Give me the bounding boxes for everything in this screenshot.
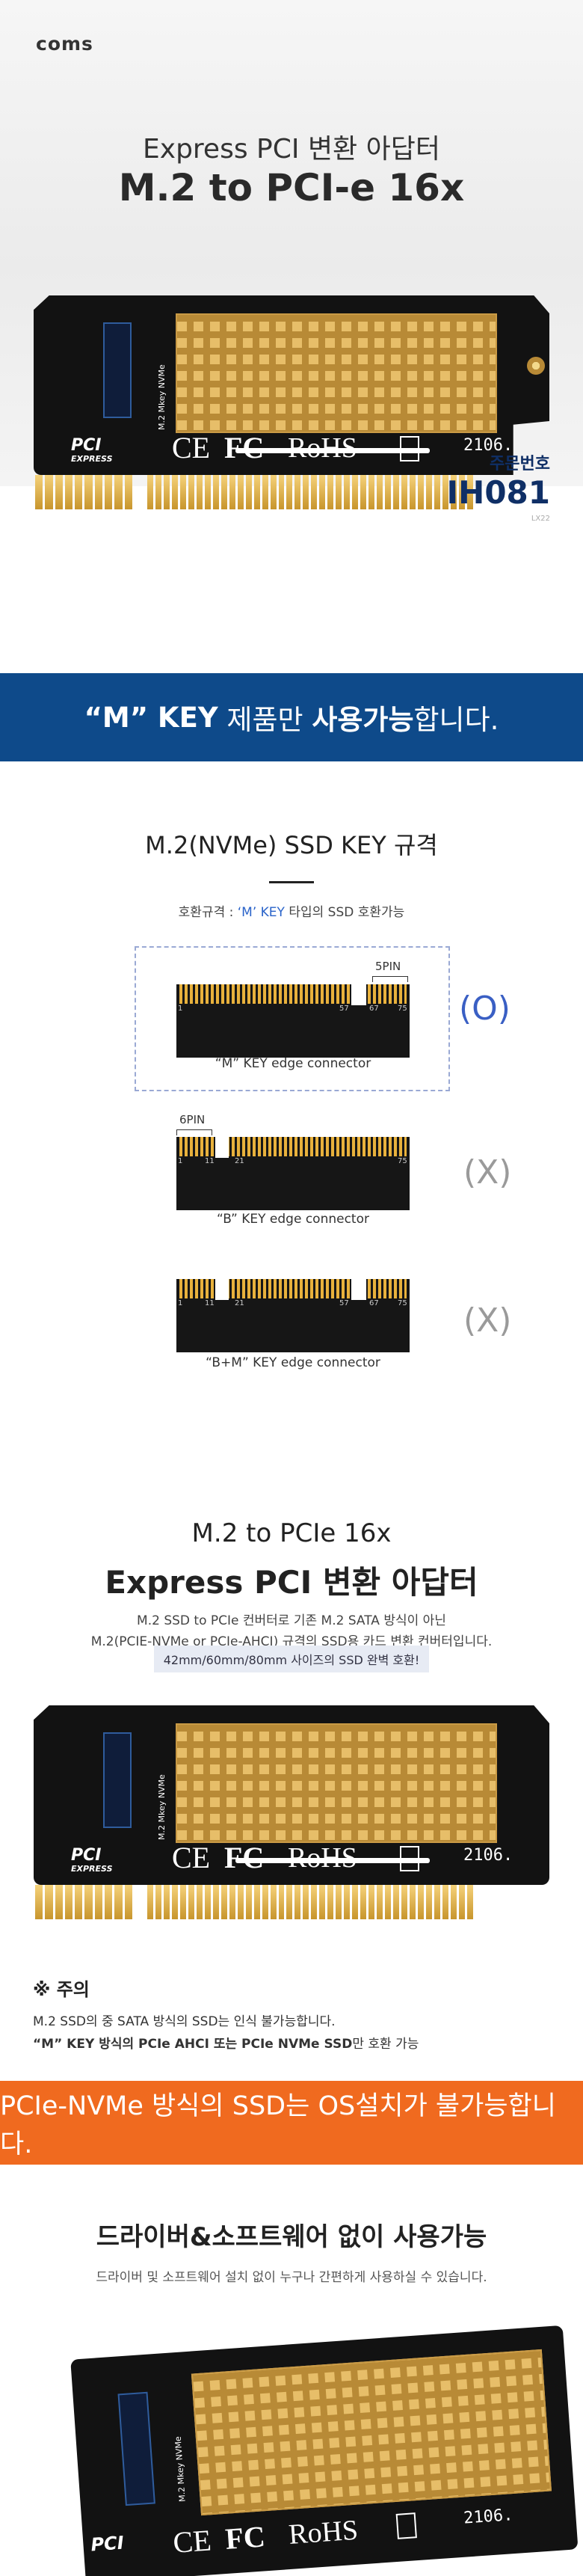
hero-title: M.2 to PCI-e 16x	[118, 166, 465, 209]
screw-icon	[527, 357, 545, 375]
caution-line-1: M.2 SSD의 중 SATA 방식의 SSD는 인식 불가능합니다.	[33, 2014, 336, 2029]
product-image-adapter-card-3: M.2 Mkey NVMe PCI CE FC RoHS 2106.	[67, 2315, 583, 2576]
compat-line: 호환규격 : ‘M’ KEY 타입의 SSD 호환가능	[0, 901, 583, 920]
product-image-adapter-card: M.2 Mkey NVMe PCI EXPRESS CE FC RoHS 210…	[34, 295, 549, 512]
compat-suffix: 타입의 SSD 호환가능	[284, 905, 405, 920]
caution-line-2-bold: “M” KEY 방식의 PCIe AHCI 또는 PCIe NVMe SSD	[33, 2037, 353, 2052]
pci-logo-text: PCI	[71, 436, 102, 455]
pin-number: 1	[178, 1005, 183, 1013]
ce-mark: CE	[172, 1841, 211, 1874]
pin-number: 57	[339, 1005, 349, 1013]
pin-number: 1	[178, 1299, 183, 1307]
compatible-mark: (O)	[459, 990, 510, 1028]
pin-number: 57	[339, 1299, 349, 1307]
banner-text-normal: 제품만	[218, 704, 312, 736]
bm-key-caption: “B+M” KEY edge connector	[206, 1355, 380, 1370]
express-logo-text: EXPRESS	[71, 454, 113, 464]
weee-bin-icon	[395, 2512, 417, 2539]
compat-prefix: 호환규격 :	[178, 905, 238, 920]
pin-number: 67	[369, 1005, 379, 1013]
driver-title: 드라이버&소프트웨어 없이 사용가능	[96, 2222, 487, 2252]
ce-mark: CE	[172, 2523, 213, 2560]
pin-number: 67	[369, 1299, 379, 1307]
m-key-caption: “M” KEY edge connector	[215, 1056, 371, 1071]
express-subtitle: M.2 to PCIe 16x	[191, 1518, 392, 1548]
express-title: Express PCI 변환 아답터	[105, 1564, 478, 1601]
caution-title: ※ 주의	[33, 1979, 90, 2000]
banner-quote: “M” KEY	[84, 701, 218, 734]
fc-mark: FC	[223, 2519, 267, 2556]
key-section-title: M.2(NVMe) SSD KEY 규격	[145, 831, 438, 859]
pin-note-6pin: 6PIN	[179, 1113, 206, 1126]
rohs-mark: RoHS	[288, 1842, 357, 1874]
pin-bracket	[176, 1129, 212, 1135]
b-key-connector: 1 11 21 75	[176, 1137, 410, 1210]
slot-label: M.2 Mkey NVMe	[157, 1774, 167, 1840]
pin-number: 1	[178, 1157, 183, 1165]
date-code: 2106.	[463, 1846, 513, 1865]
rohs-mark: RoHS	[288, 432, 357, 464]
date-code: 2106.	[463, 436, 513, 455]
weee-bin-icon	[400, 1846, 419, 1871]
order-small-code: LX22	[531, 515, 550, 523]
pin-number: 21	[235, 1299, 244, 1307]
express-logo-text: EXPRESS	[71, 1864, 113, 1874]
brand-logo: coms	[36, 33, 93, 55]
fc-mark: FC	[224, 431, 265, 464]
caution-line-2: “M” KEY 방식의 PCIe AHCI 또는 PCIe NVMe SSD만 …	[33, 2033, 419, 2052]
b-key-caption: “B” KEY edge connector	[217, 1212, 369, 1227]
caution-line-2-tail: 만 호환 가능	[352, 2037, 419, 2052]
size-compat-pill: 42mm/60mm/80mm 사이즈의 SSD 완벽 호환!	[154, 1646, 429, 1672]
date-code: 2106.	[463, 2506, 514, 2528]
driver-desc: 드라이버 및 소프트웨어 설치 없이 누구나 간편하게 사용하실 수 있습니다.	[96, 2270, 487, 2285]
ce-mark: CE	[172, 431, 211, 464]
m-key-connector: 1 57 67 75	[176, 984, 410, 1058]
pin-number: 21	[235, 1157, 244, 1165]
m-key-highlight-box	[135, 946, 450, 1091]
incompatible-mark: (X)	[463, 1301, 512, 1340]
slot-label: M.2 Mkey NVMe	[157, 364, 167, 430]
fc-mark: FC	[224, 1841, 265, 1874]
pin-number: 11	[205, 1299, 215, 1307]
product-image-adapter-card-2: M.2 Mkey NVMe PCI EXPRESS CE FC RoHS 210…	[34, 1705, 549, 1922]
order-number-label: 주문번호	[490, 455, 550, 473]
os-install-warning-banner: PCIe-NVMe 방식의 SSD는 OS설치가 불가능합니다.	[0, 2081, 583, 2165]
pin-number: 11	[205, 1157, 215, 1165]
section-divider	[269, 881, 314, 883]
pci-logo-text: PCI	[90, 2532, 125, 2556]
hero-subtitle: Express PCI 변환 아답터	[143, 134, 440, 165]
order-code: IH081	[446, 474, 550, 511]
pin-note-5pin: 5PIN	[375, 960, 401, 973]
banner-text-bold: 사용가능	[312, 704, 414, 736]
express-desc-1: M.2 SSD to PCIe 컨버터로 기존 M.2 SATA 방식이 아닌	[137, 1613, 446, 1628]
incompatible-mark: (X)	[463, 1153, 512, 1192]
m-key-banner: “M” KEY 제품만 사용가능 합니다.	[0, 673, 583, 761]
pci-express-logo: PCI	[71, 436, 101, 455]
pci-logo-text: PCI	[71, 1846, 102, 1865]
compat-highlight: ‘M’ KEY	[237, 905, 285, 920]
pin-number: 75	[398, 1005, 407, 1013]
pin-number: 75	[398, 1299, 407, 1307]
weee-bin-icon	[400, 436, 419, 461]
rohs-mark: RoHS	[287, 2514, 360, 2551]
pin-number: 75	[398, 1157, 407, 1165]
bm-key-connector: 1 11 21 57 67 75	[176, 1279, 410, 1352]
banner-text-tail: 합니다.	[413, 704, 499, 736]
pin-bracket	[372, 976, 408, 982]
